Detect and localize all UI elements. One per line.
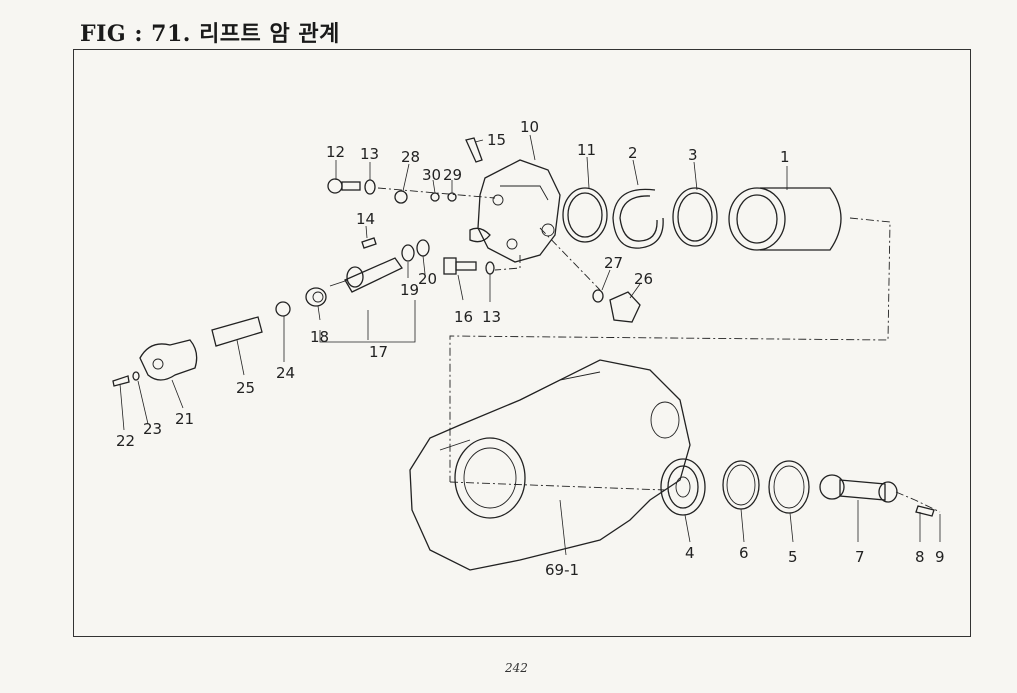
part-11-ring <box>562 187 608 243</box>
part-17-shaft <box>329 257 403 293</box>
part-14-pin <box>361 237 377 249</box>
label-12: 12 <box>326 143 345 161</box>
label-6: 6 <box>739 544 749 562</box>
part-25-sleeve <box>211 316 263 347</box>
part-2-snap-ring <box>612 188 664 249</box>
label-22: 22 <box>116 432 135 450</box>
label-17: 17 <box>369 343 388 361</box>
part-26-plug <box>609 291 641 323</box>
part-10-bracket <box>469 159 561 263</box>
part-7-rod <box>819 474 898 503</box>
part-13-washer-lower <box>485 261 495 275</box>
part-4-piston <box>660 458 706 516</box>
label-3: 3 <box>688 146 698 164</box>
part-22-23-screw <box>112 371 140 387</box>
label-27: 27 <box>604 254 623 272</box>
part-69-1-case <box>409 359 691 571</box>
page-title: FIG : 71. 리프트 암 관계 <box>80 21 340 47</box>
label-15: 15 <box>487 131 506 149</box>
label-1: 1 <box>780 148 790 166</box>
label-13-top: 13 <box>360 145 379 163</box>
label-2: 2 <box>628 144 638 162</box>
part-21-housing <box>139 339 198 381</box>
label-26: 26 <box>634 270 653 288</box>
label-23: 23 <box>143 420 162 438</box>
label-13-lower: 13 <box>482 308 501 326</box>
connector-line <box>449 217 891 482</box>
page-number: 242 <box>505 661 528 675</box>
label-16: 16 <box>454 308 473 326</box>
label-19: 19 <box>400 281 419 299</box>
part-1-cylinder <box>728 187 842 251</box>
label-11: 11 <box>577 141 596 159</box>
label-20: 20 <box>418 270 437 288</box>
label-9: 9 <box>935 548 945 566</box>
part-labels: 1 2 3 4 5 6 7 8 9 10 11 12 13 13 14 15 1… <box>116 118 945 579</box>
part-8-pin <box>915 505 935 517</box>
part-28-30-29 <box>377 187 496 204</box>
part-24-nut <box>275 301 291 317</box>
label-14: 14 <box>356 210 375 228</box>
part-13-washer-top <box>364 179 376 195</box>
label-8: 8 <box>915 548 925 566</box>
label-5: 5 <box>788 548 798 566</box>
part-15-screw <box>465 137 483 163</box>
label-18: 18 <box>310 328 329 346</box>
part-16-bolt <box>443 257 477 275</box>
part-6-ring <box>722 460 760 510</box>
label-30: 30 <box>422 166 441 184</box>
diagram-frame <box>73 49 971 637</box>
label-7: 7 <box>855 548 865 566</box>
part-18-nut <box>305 287 327 307</box>
label-28: 28 <box>401 148 420 166</box>
part-5-ring <box>768 460 810 514</box>
leader-lines <box>119 134 941 556</box>
label-10: 10 <box>520 118 539 136</box>
part-12-bolt <box>327 178 361 194</box>
label-4: 4 <box>685 544 695 562</box>
label-21: 21 <box>175 410 194 428</box>
label-69-1: 69-1 <box>545 561 579 579</box>
label-25: 25 <box>236 379 255 397</box>
label-29: 29 <box>443 166 462 184</box>
part-3-ring <box>672 187 718 247</box>
label-24: 24 <box>276 364 295 382</box>
part-27-seal <box>592 289 604 303</box>
part-19-20-washers <box>401 239 430 262</box>
